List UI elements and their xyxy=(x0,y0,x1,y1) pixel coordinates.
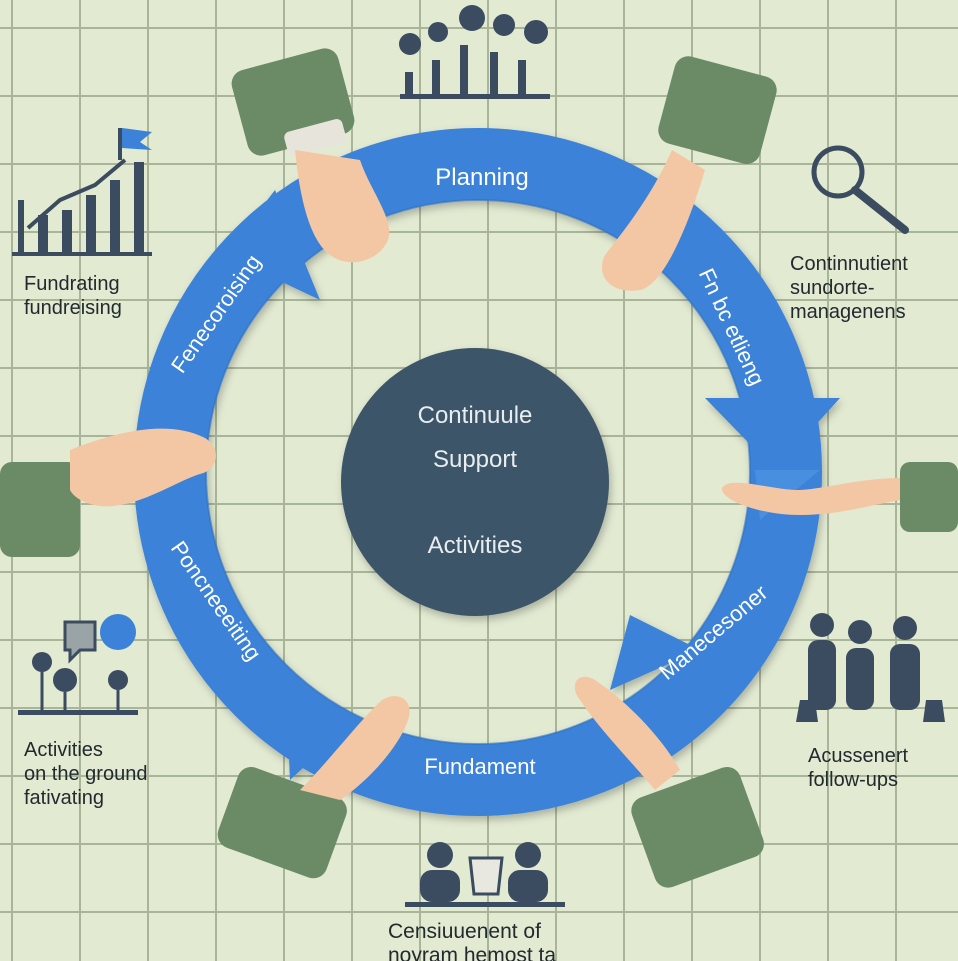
arrowhead-bottom-left xyxy=(285,670,355,780)
center-line-2: Support xyxy=(432,446,518,473)
label-top-right-line: sundorte- xyxy=(790,277,875,299)
label-top-left-line: Fundrating xyxy=(24,273,120,295)
label-top-left: Fundrating fundreising xyxy=(24,272,122,320)
meeting-icon xyxy=(405,842,565,907)
label-top-right-line: Continnutient xyxy=(790,253,908,275)
label-bottom-left: Activities on the ground fativating xyxy=(24,738,147,810)
label-top-left-line: fundreising xyxy=(24,297,122,319)
flowers-chat-icon xyxy=(18,614,138,715)
hand-top-right xyxy=(601,56,777,291)
hand-top-left xyxy=(231,48,390,263)
arrow-label-bottom: Fundament xyxy=(424,754,535,779)
arrowhead-left-top xyxy=(225,190,320,300)
hand-left xyxy=(0,428,216,557)
center-line-3: Activities xyxy=(427,532,523,559)
label-bottom-center: Censiuuenent of noyram hemost ta xyxy=(388,920,556,961)
label-top-right-line: managenens xyxy=(790,301,906,323)
label-bottom-left-line: Activities xyxy=(24,739,103,761)
center-line-1: Continuule xyxy=(417,402,533,429)
bar-chart-icon xyxy=(12,128,152,256)
ring-inner-edge xyxy=(205,199,751,745)
arrowhead-right-top xyxy=(705,398,840,470)
label-bottom-right-line: Acussenert xyxy=(808,745,909,767)
gears-chart-icon xyxy=(399,5,550,99)
arrow-label-top: Planning xyxy=(435,164,528,191)
people-group-icon xyxy=(796,613,945,722)
label-bottom-center-line: noyram hemost ta xyxy=(388,944,557,961)
label-bottom-right-line: follow-ups xyxy=(808,769,899,791)
hand-right xyxy=(721,462,958,532)
arrowhead-right-bottom xyxy=(610,615,700,690)
hand-bottom-left xyxy=(217,696,410,879)
magnifier-icon xyxy=(811,145,909,234)
label-top-right: Continnutient sundorte- managenens xyxy=(790,252,908,324)
label-bottom-right: Acussenert follow-ups xyxy=(808,744,908,792)
center-circle xyxy=(341,348,609,616)
label-bottom-left-line: on the ground xyxy=(24,763,148,785)
hand-bottom-right xyxy=(574,676,764,888)
label-bottom-left-line: fativating xyxy=(24,787,105,809)
label-bottom-center-line: Censiuuenent of xyxy=(388,920,541,943)
